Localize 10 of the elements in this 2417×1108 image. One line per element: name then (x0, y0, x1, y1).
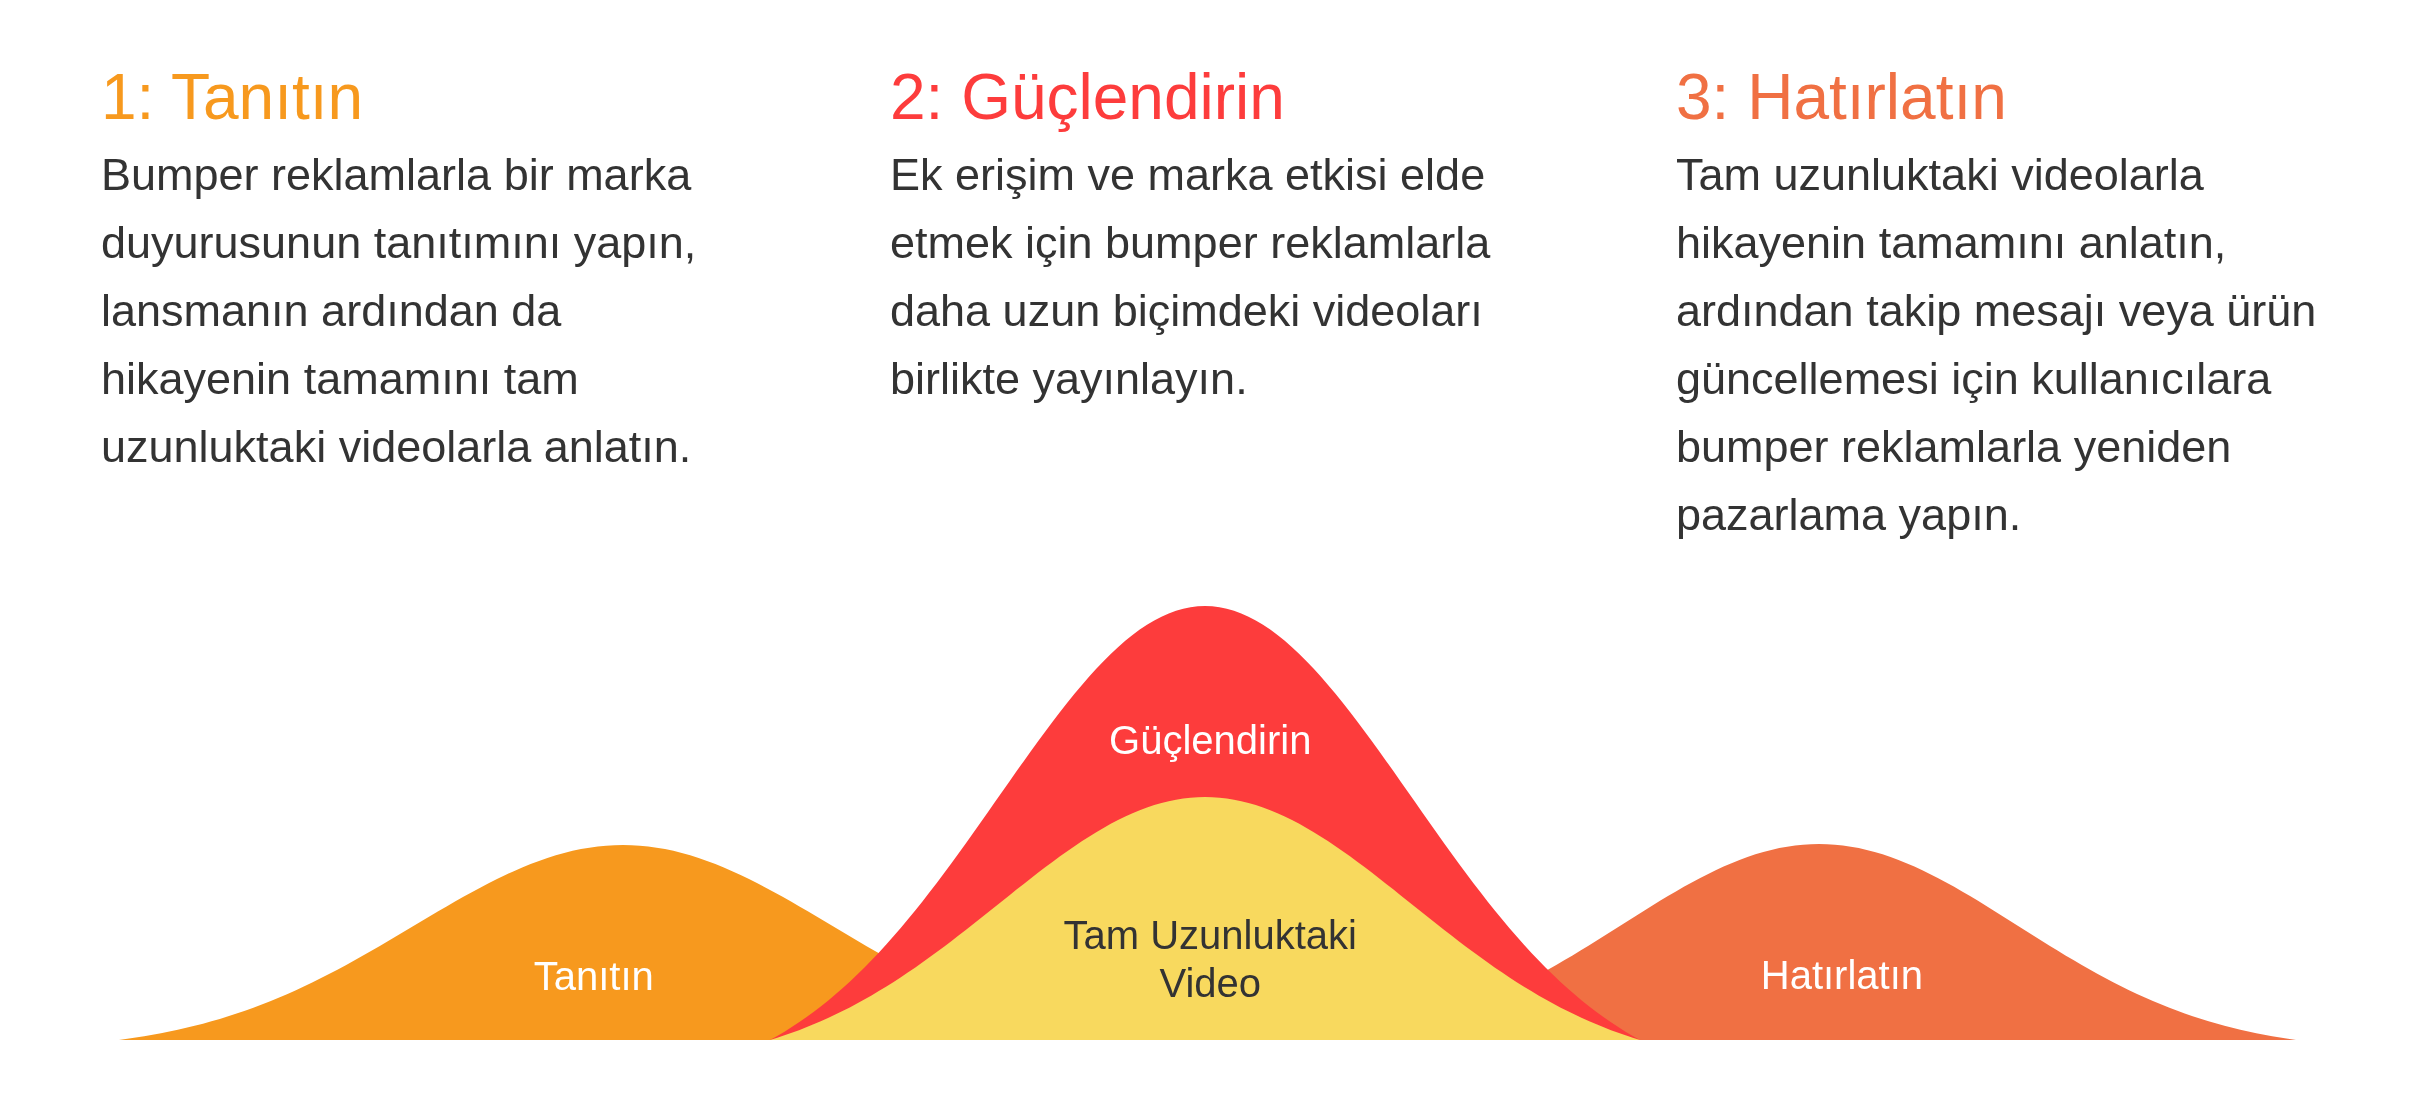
curve-label: Güçlendirin (1109, 717, 1312, 765)
step-description: Tam uzunluktaki videolarla hikayenin tamamını anlatın, ardından takip mesajı veya ürün güncellemesi için kullanıcılara bumper reklamlarla yeniden pazarlama yapın. (1676, 148, 2318, 542)
curve-label: Tanıtın (533, 952, 654, 1000)
curve-label: Hatırlatın (1760, 952, 1924, 1000)
step-description: Bumper reklamlarla bir marka duyurusunun tanıtımını yapın, lansmanın ardından da hikayenin tamamını tam uzunluktaki videolarla anlatın. (101, 148, 698, 474)
step-heading: 2: Güçlendirin (890, 60, 1285, 135)
step-description: Ek erişim ve marka etkisi elde etmek için bumper reklamlarla daha uzun biçimdeki videoları birlikte yayınlayın. (890, 148, 1492, 406)
step-heading: 1: Tanıtın (101, 60, 364, 135)
curve-label: Tam Uzunluktaki Video (1062, 912, 1358, 1008)
step-heading: 3: Hatırlatın (1676, 60, 2007, 135)
